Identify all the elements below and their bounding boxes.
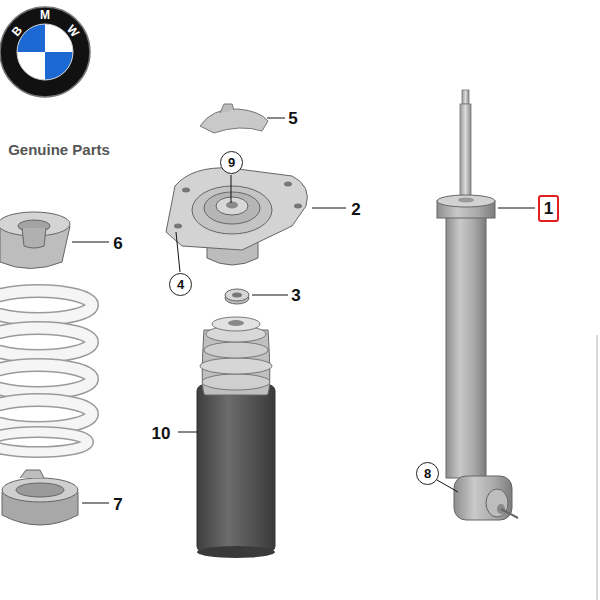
spring-seat-upper: [0, 212, 70, 269]
callout-number: 3: [291, 287, 300, 304]
bump-stop-boot: [197, 317, 275, 558]
edge-rule: [596, 335, 598, 600]
circled-callout: 4: [169, 273, 192, 296]
callout-number: 7: [113, 496, 122, 513]
callout-number: 10: [152, 425, 171, 442]
shock-absorber: [437, 90, 518, 520]
leader-line: [231, 175, 232, 203]
callout-number: 5: [288, 110, 297, 127]
leader-line: [267, 118, 285, 119]
cap-cover: [200, 104, 268, 133]
leader-line: [82, 503, 109, 504]
brand-caption: Genuine Parts: [8, 142, 110, 157]
logo-letter: M: [40, 9, 50, 21]
circled-callout: 8: [416, 462, 439, 485]
leader-line: [178, 432, 198, 433]
leader-line: [72, 242, 109, 243]
leader-line: [312, 208, 346, 209]
callout-number: 2: [351, 201, 360, 218]
leader-line: [437, 480, 458, 492]
strut-mount: [166, 168, 307, 265]
spring-seat-lower: [2, 470, 78, 525]
leader-line: [498, 208, 535, 209]
bmw-logo: [0, 7, 90, 97]
highlighted-callout: 1: [538, 195, 559, 222]
leader-line: [176, 232, 180, 272]
callout-number: 1: [544, 200, 553, 217]
coil-spring: [0, 291, 92, 452]
leader-line: [252, 295, 288, 296]
callout-number: 4: [177, 278, 184, 291]
callout-number: 8: [424, 467, 431, 480]
callout-number: 9: [228, 156, 235, 169]
callout-number: 6: [113, 235, 122, 252]
circled-callout: 9: [220, 151, 243, 174]
washer: [225, 289, 249, 304]
